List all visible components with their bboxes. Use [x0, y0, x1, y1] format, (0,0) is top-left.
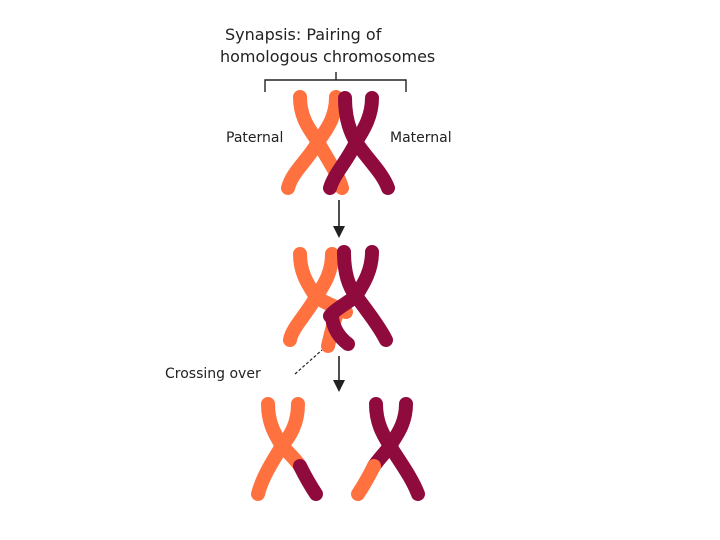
title-line-2: homologous chromosomes: [220, 47, 436, 66]
crossing-over-label: Crossing over: [165, 366, 261, 382]
stage-crossing-over: [283, 245, 393, 353]
maternal-chromosome-1: [323, 91, 395, 195]
crossing-over-pointer: [294, 349, 323, 375]
maternal-label: Maternal: [390, 130, 452, 146]
arrow-down-2: [333, 356, 345, 392]
arrow-down-1: [333, 200, 345, 238]
title-line-1: Synapsis: Pairing of: [225, 25, 382, 44]
recombinant-maternal-chromosome: [351, 397, 425, 501]
stage-recombinant: [251, 397, 425, 501]
recombinant-paternal-chromosome: [251, 397, 323, 501]
stage-synapsis: [281, 90, 395, 195]
paternal-chromosome-1: [281, 90, 349, 195]
pairing-bracket: [264, 72, 407, 92]
maternal-chromosome-2: [323, 245, 393, 351]
paternal-label: Paternal: [226, 130, 284, 146]
